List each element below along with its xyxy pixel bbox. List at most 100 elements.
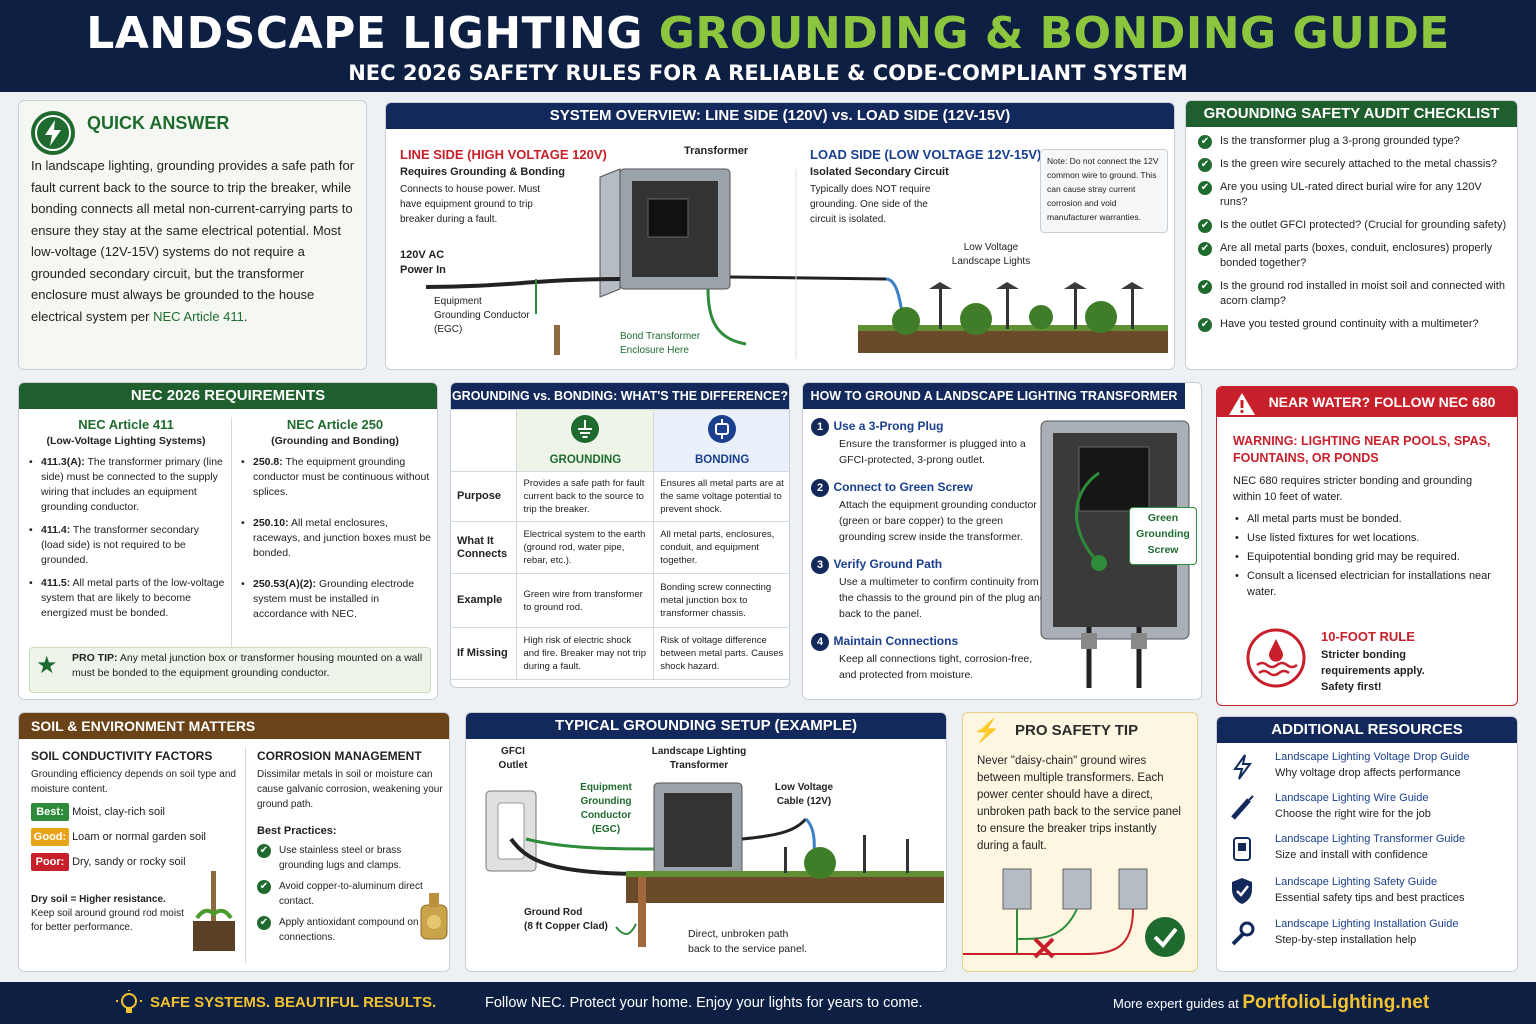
water-title: NEAR WATER? FOLLOW NEC 680: [1217, 387, 1517, 417]
difference-title: GROUNDING vs. BONDING: WHAT'S THE DIFFER…: [451, 383, 789, 409]
quick-answer-body: In landscape lighting, grounding provide…: [31, 155, 361, 327]
bond-label: Bond Transformer Enclosure Here: [620, 331, 701, 356]
resource-item[interactable]: Landscape Lighting Transformer Guide Siz…: [1229, 833, 1513, 876]
load-side-body: Typically does NOT require grounding. On…: [810, 184, 931, 225]
line-side-body: Connects to house power. Must have equip…: [400, 184, 541, 225]
check-icon: ✔: [257, 916, 271, 930]
audit-item: ✔Is the ground rod installed in moist so…: [1194, 279, 1512, 309]
rule-item: 411.5: All metal parts of the low-voltag…: [27, 576, 225, 621]
ground-rod-illustration: [193, 871, 235, 951]
ten-foot-rule-body: Stricter bonding requirements apply. Saf…: [1321, 649, 1425, 693]
footer-message: Follow NEC. Protect your home. Enjoy you…: [485, 995, 923, 1011]
typical-egc-label: Equipment Grounding Conductor (EGC): [580, 782, 632, 835]
resource-link[interactable]: Landscape Lighting Wire Guide: [1275, 792, 1429, 804]
pro-safety-tip-title: PRO SAFETY TIP: [1015, 722, 1139, 739]
resource-item[interactable]: Landscape Lighting Voltage Drop Guide Wh…: [1229, 751, 1513, 792]
typical-transformer-label: Landscape Lighting Transformer: [651, 746, 747, 771]
warning-icon: [1229, 393, 1255, 415]
article-250-title: NEC Article 250: [286, 417, 384, 432]
practice-item: ✔Avoid copper-to-aluminum direct contact…: [253, 879, 429, 909]
grounding-column-header: GROUNDING: [516, 409, 655, 472]
resource-item[interactable]: Landscape Lighting Safety Guide Essentia…: [1229, 876, 1513, 918]
resource-desc: Essential safety tips and best practices: [1275, 892, 1465, 904]
check-icon: ✔: [1198, 181, 1212, 195]
resource-link[interactable]: Landscape Lighting Transformer Guide: [1275, 833, 1466, 845]
pro-tip-text: PRO TIP: Any metal junction box or trans…: [72, 652, 423, 679]
resource-item[interactable]: Landscape Lighting Wire Guide Choose the…: [1229, 792, 1513, 833]
lights-label: Low Voltage Landscape Lights: [951, 242, 1031, 267]
star-icon: ★: [36, 652, 58, 679]
rule-item: 250.10: All metal enclosures, raceways, …: [239, 516, 431, 561]
article-411: NEC Article 411 (Low-Voltage Lighting Sy…: [27, 417, 225, 627]
rule-item: 411.3(A): The transformer primary (line …: [27, 455, 225, 515]
dry-soil-title: Dry soil = Higher resistance.: [31, 894, 166, 905]
audit-item-text: Is the ground rod installed in moist soi…: [1220, 280, 1505, 307]
check-icon: ✔: [257, 844, 271, 858]
resource-link[interactable]: Landscape Lighting Installation Guide: [1275, 918, 1459, 930]
water-warning: WARNING: LIGHTING NEAR POOLS, SPAS, FOUN…: [1233, 434, 1491, 465]
title-part1: LANDSCAPE LIGHTING: [86, 8, 659, 59]
page-title: LANDSCAPE LIGHTING GROUNDING & BONDING G…: [0, 0, 1536, 59]
daisy-chain-diagram: [963, 868, 1185, 959]
practice-item: ✔Use stainless steel or brass grounding …: [253, 843, 429, 873]
article-411-title: NEC Article 411: [78, 417, 174, 432]
pro-safety-tip-body: Never "daisy-chain" ground wires between…: [977, 755, 1181, 852]
portfolio-lighting-link[interactable]: PortfolioLighting.net: [1242, 992, 1430, 1013]
bolt-icon: [31, 111, 75, 155]
audit-item: ✔Is the green wire securely attached to …: [1194, 157, 1512, 172]
quick-answer-title: QUICK ANSWER: [87, 113, 230, 133]
bond-symbol-icon: [708, 415, 737, 443]
ground-rod-label: Ground Rod (8 ft Copper Clad): [524, 907, 608, 932]
transformer-label: Transformer: [684, 145, 749, 157]
check-icon: ✔: [1198, 135, 1212, 149]
typical-title: TYPICAL GROUNDING SETUP (EXAMPLE): [466, 713, 946, 739]
wrench-icon: [1231, 921, 1255, 946]
footer-slogan: SAFE SYSTEMS. BEAUTIFUL RESULTS.: [150, 994, 437, 1011]
ac-power-label: 120V AC Power In: [400, 249, 446, 276]
resource-link[interactable]: Landscape Lighting Voltage Drop Guide: [1275, 751, 1470, 763]
practice-item: ✔Apply antioxidant compound on connectio…: [253, 915, 429, 945]
resource-link[interactable]: Landscape Lighting Safety Guide: [1275, 876, 1438, 888]
pro-safety-tip-panel: ⚡ PRO SAFETY TIP Never "daisy-chain" gro…: [962, 712, 1198, 972]
typical-setup-panel: TYPICAL GROUNDING SETUP (EXAMPLE) GFCI O…: [465, 712, 947, 972]
rule-item: 250.8: The equipment grounding conductor…: [239, 455, 431, 500]
nec-title: NEC 2026 REQUIREMENTS: [19, 383, 437, 409]
nec-411-link[interactable]: NEC Article 411: [153, 308, 244, 324]
dry-soil-body: Keep soil around ground rod moist for be…: [31, 908, 184, 933]
soil-panel: SOIL & ENVIRONMENT MATTERS SOIL CONDUCTI…: [18, 712, 450, 972]
gfci-label: GFCI Outlet: [498, 746, 528, 771]
check-icon: ✔: [1198, 242, 1212, 256]
load-side-sub: Isolated Secondary Circuit: [810, 166, 949, 178]
audit-item-text: Have you tested ground continuity with a…: [1220, 318, 1479, 330]
audit-item-text: Is the transformer plug a 3-prong ground…: [1220, 135, 1460, 147]
soil-level: Poor: Dry, sandy or rocky soil: [31, 853, 206, 878]
soil-levels: Best: Moist, clay-rich soil Good: Loam o…: [31, 803, 206, 878]
resource-item[interactable]: Landscape Lighting Installation Guide St…: [1229, 918, 1513, 958]
resources-panel: ADDITIONAL RESOURCES Landscape Lighting …: [1216, 716, 1518, 972]
water-title-text: NEAR WATER? FOLLOW NEC 680: [1268, 394, 1496, 410]
resource-desc: Step-by-step installation help: [1275, 934, 1417, 946]
ten-foot-rule-title: 10-FOOT RULE: [1321, 629, 1415, 644]
water-body: NEC 680 requires stricter bonding and gr…: [1233, 475, 1473, 503]
nec-requirements-panel: NEC 2026 REQUIREMENTS NEC Article 411 (L…: [18, 382, 438, 700]
bolt-icon: [1233, 754, 1252, 780]
soil-factors-body: Grounding efficiency depends on soil typ…: [31, 769, 236, 795]
wire-icon: [1231, 795, 1254, 820]
header: LANDSCAPE LIGHTING GROUNDING & BONDING G…: [0, 0, 1536, 92]
brass-clamp-illustration: [420, 893, 448, 940]
quick-answer-end: .: [243, 308, 248, 324]
system-overview-title: SYSTEM OVERVIEW: LINE SIDE (120V) vs. LO…: [386, 103, 1174, 129]
resources-title: ADDITIONAL RESOURCES: [1217, 717, 1517, 743]
system-overview-panel: SYSTEM OVERVIEW: LINE SIDE (120V) vs. LO…: [385, 102, 1175, 370]
audit-item: ✔Is the outlet GFCI protected? (Crucial …: [1194, 218, 1512, 233]
green-screw-callout: Green Grounding Screw: [1129, 507, 1197, 565]
load-side-title: LOAD SIDE (LOW VOLTAGE 12V-15V): [810, 147, 1042, 162]
corrosion-body: Dissimilar metals in soil or moisture ca…: [257, 769, 443, 810]
